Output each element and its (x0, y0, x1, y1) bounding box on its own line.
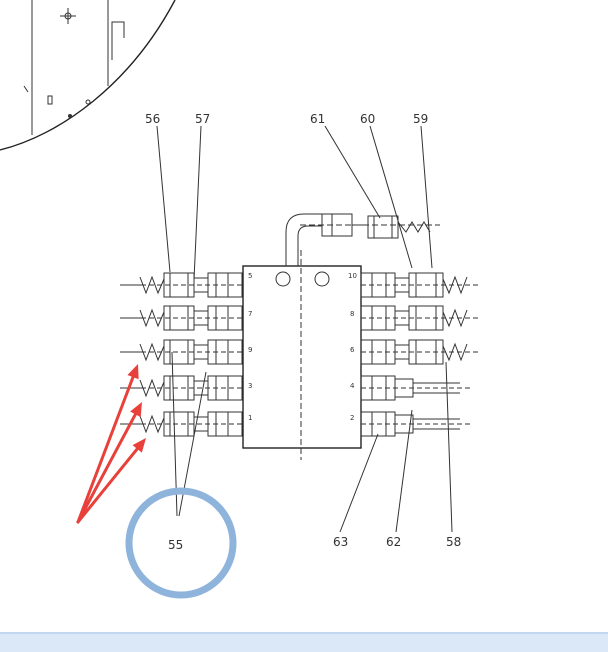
right-fitting-row (360, 411, 470, 437)
left-fitting-row (120, 272, 243, 298)
red-arrow-head (130, 402, 142, 418)
part-label-62: 62 (386, 535, 401, 549)
elbow-fitting (285, 213, 440, 266)
left-fittings (120, 272, 243, 437)
part-label-56: 56 (145, 112, 160, 126)
hose-thread (442, 308, 468, 328)
right-fitting-row (360, 339, 480, 365)
part-label-63: 63 (333, 535, 348, 549)
red-arrow-shaft (76, 412, 137, 524)
highlight-circle (125, 487, 237, 599)
left-fitting-row (120, 339, 243, 365)
right-fitting-row (360, 375, 470, 401)
distributor-block (242, 250, 362, 460)
red-arrow-head (127, 364, 139, 380)
port-label-right: 2 (350, 414, 354, 422)
part-label-59: 59 (413, 112, 428, 126)
port-label-left: 5 (248, 272, 252, 280)
leader-lines (156, 125, 453, 533)
right-fittings (360, 272, 480, 437)
footer-bar (0, 632, 608, 652)
right-fitting-row (360, 272, 480, 298)
tank-outline (0, 0, 176, 151)
annotation-arrows (76, 364, 146, 524)
port-label-left: 3 (248, 382, 252, 390)
hose-thread (139, 275, 165, 295)
hose-thread (139, 342, 165, 362)
port-label-right: 4 (350, 382, 355, 390)
part-label-58: 58 (446, 535, 461, 549)
red-arrow-shaft (76, 375, 135, 524)
port-label-right: 8 (350, 310, 354, 318)
part-label-60: 60 (360, 112, 375, 126)
hose-thread (442, 342, 468, 362)
hose-thread (139, 308, 165, 328)
left-fitting-row (120, 375, 243, 401)
left-fitting-row (120, 411, 243, 437)
part-label-55: 55 (168, 538, 183, 552)
hose-thread (139, 414, 165, 434)
port-label-right: 6 (350, 346, 355, 354)
port-label-right: 10 (348, 272, 357, 280)
part-label-57: 57 (195, 112, 210, 126)
port-label-left: 9 (248, 346, 252, 354)
hose-thread (139, 378, 165, 398)
right-fitting-row (360, 305, 480, 331)
port-label-left: 7 (248, 310, 252, 318)
part-label-61: 61 (310, 112, 325, 126)
red-arrow-shaft (76, 447, 139, 524)
left-fitting-row (120, 305, 243, 331)
port-label-left: 1 (248, 414, 252, 422)
red-arrow-head (132, 438, 146, 453)
hose-thread (442, 275, 468, 295)
